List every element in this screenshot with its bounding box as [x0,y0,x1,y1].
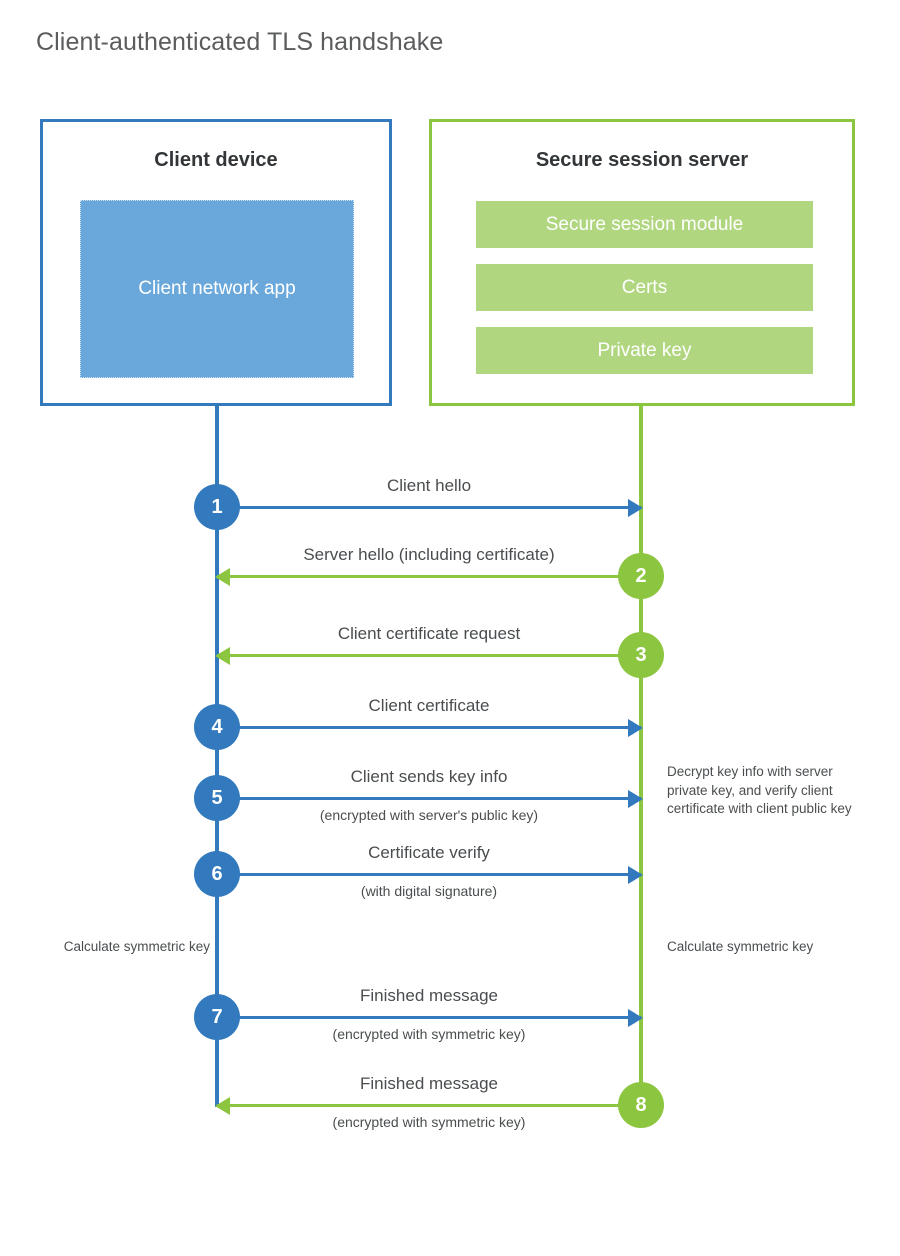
page-title: Client-authenticated TLS handshake [36,28,444,56]
message-5-label: Client sends key info [350,767,508,786]
arrow-right-icon [628,1009,643,1027]
step-badge-6: 6 [194,851,240,897]
arrow-right-icon [628,790,643,808]
message-3-arrow-line [217,654,641,657]
step-badge-8: 8 [618,1082,664,1128]
message-1-label: Client hello [386,476,472,495]
client-lifeline [215,406,219,1107]
server-decrypt-note: Decrypt key info with server private key… [667,764,852,817]
secure-session-server-box: Secure session server Secure session mod… [429,119,855,406]
arrow-right-icon [628,719,643,737]
secure-session-server-title: Secure session server [535,149,749,171]
message-7-arrow-line [217,1016,641,1019]
message-6-arrow-line [217,873,641,876]
step-badge-1: 1 [194,484,240,530]
message-7-label: Finished message [360,986,498,1005]
message-8-arrow-line [217,1104,641,1107]
message-3-label: Client certificate request [337,624,521,643]
arrow-left-icon [215,1097,230,1115]
message-8-label: Finished message [360,1074,498,1093]
message-8-sublabel: (encrypted with symmetric key) [332,1114,526,1130]
message-7-sublabel: (encrypted with symmetric key) [332,1026,526,1042]
message-4-label: Client certificate [368,696,490,715]
client-calculate-symmetric-key-note: Calculate symmetric key [63,939,210,954]
step-badge-4: 4 [194,704,240,750]
client-device-title: Client device [154,149,278,171]
client-device-box: Client device Client network app [40,119,392,406]
message-4-arrow-line [217,726,641,729]
server-calculate-symmetric-key-note: Calculate symmetric key [667,939,814,954]
message-1-arrow-line [217,506,641,509]
arrow-right-icon [628,499,643,517]
server-component-certs: Certs [476,264,813,311]
step-badge-7: 7 [194,994,240,1040]
step-badge-5: 5 [194,775,240,821]
client-network-app-block: Client network app [80,200,354,378]
server-component-secure-session-module: Secure session module [476,201,813,248]
message-6-label: Certificate verify [368,843,490,862]
step-badge-2: 2 [618,553,664,599]
message-5-arrow-line [217,797,641,800]
arrow-right-icon [628,866,643,884]
arrow-left-icon [215,568,230,586]
arrow-left-icon [215,647,230,665]
server-lifeline [639,406,643,1107]
message-2-arrow-line [217,575,641,578]
step-badge-3: 3 [618,632,664,678]
message-2-label: Server hello (including certificate) [303,545,555,564]
server-component-private-key: Private key [476,327,813,374]
message-6-sublabel: (with digital signature) [360,883,498,899]
message-5-sublabel: (encrypted with server's public key) [319,807,539,823]
